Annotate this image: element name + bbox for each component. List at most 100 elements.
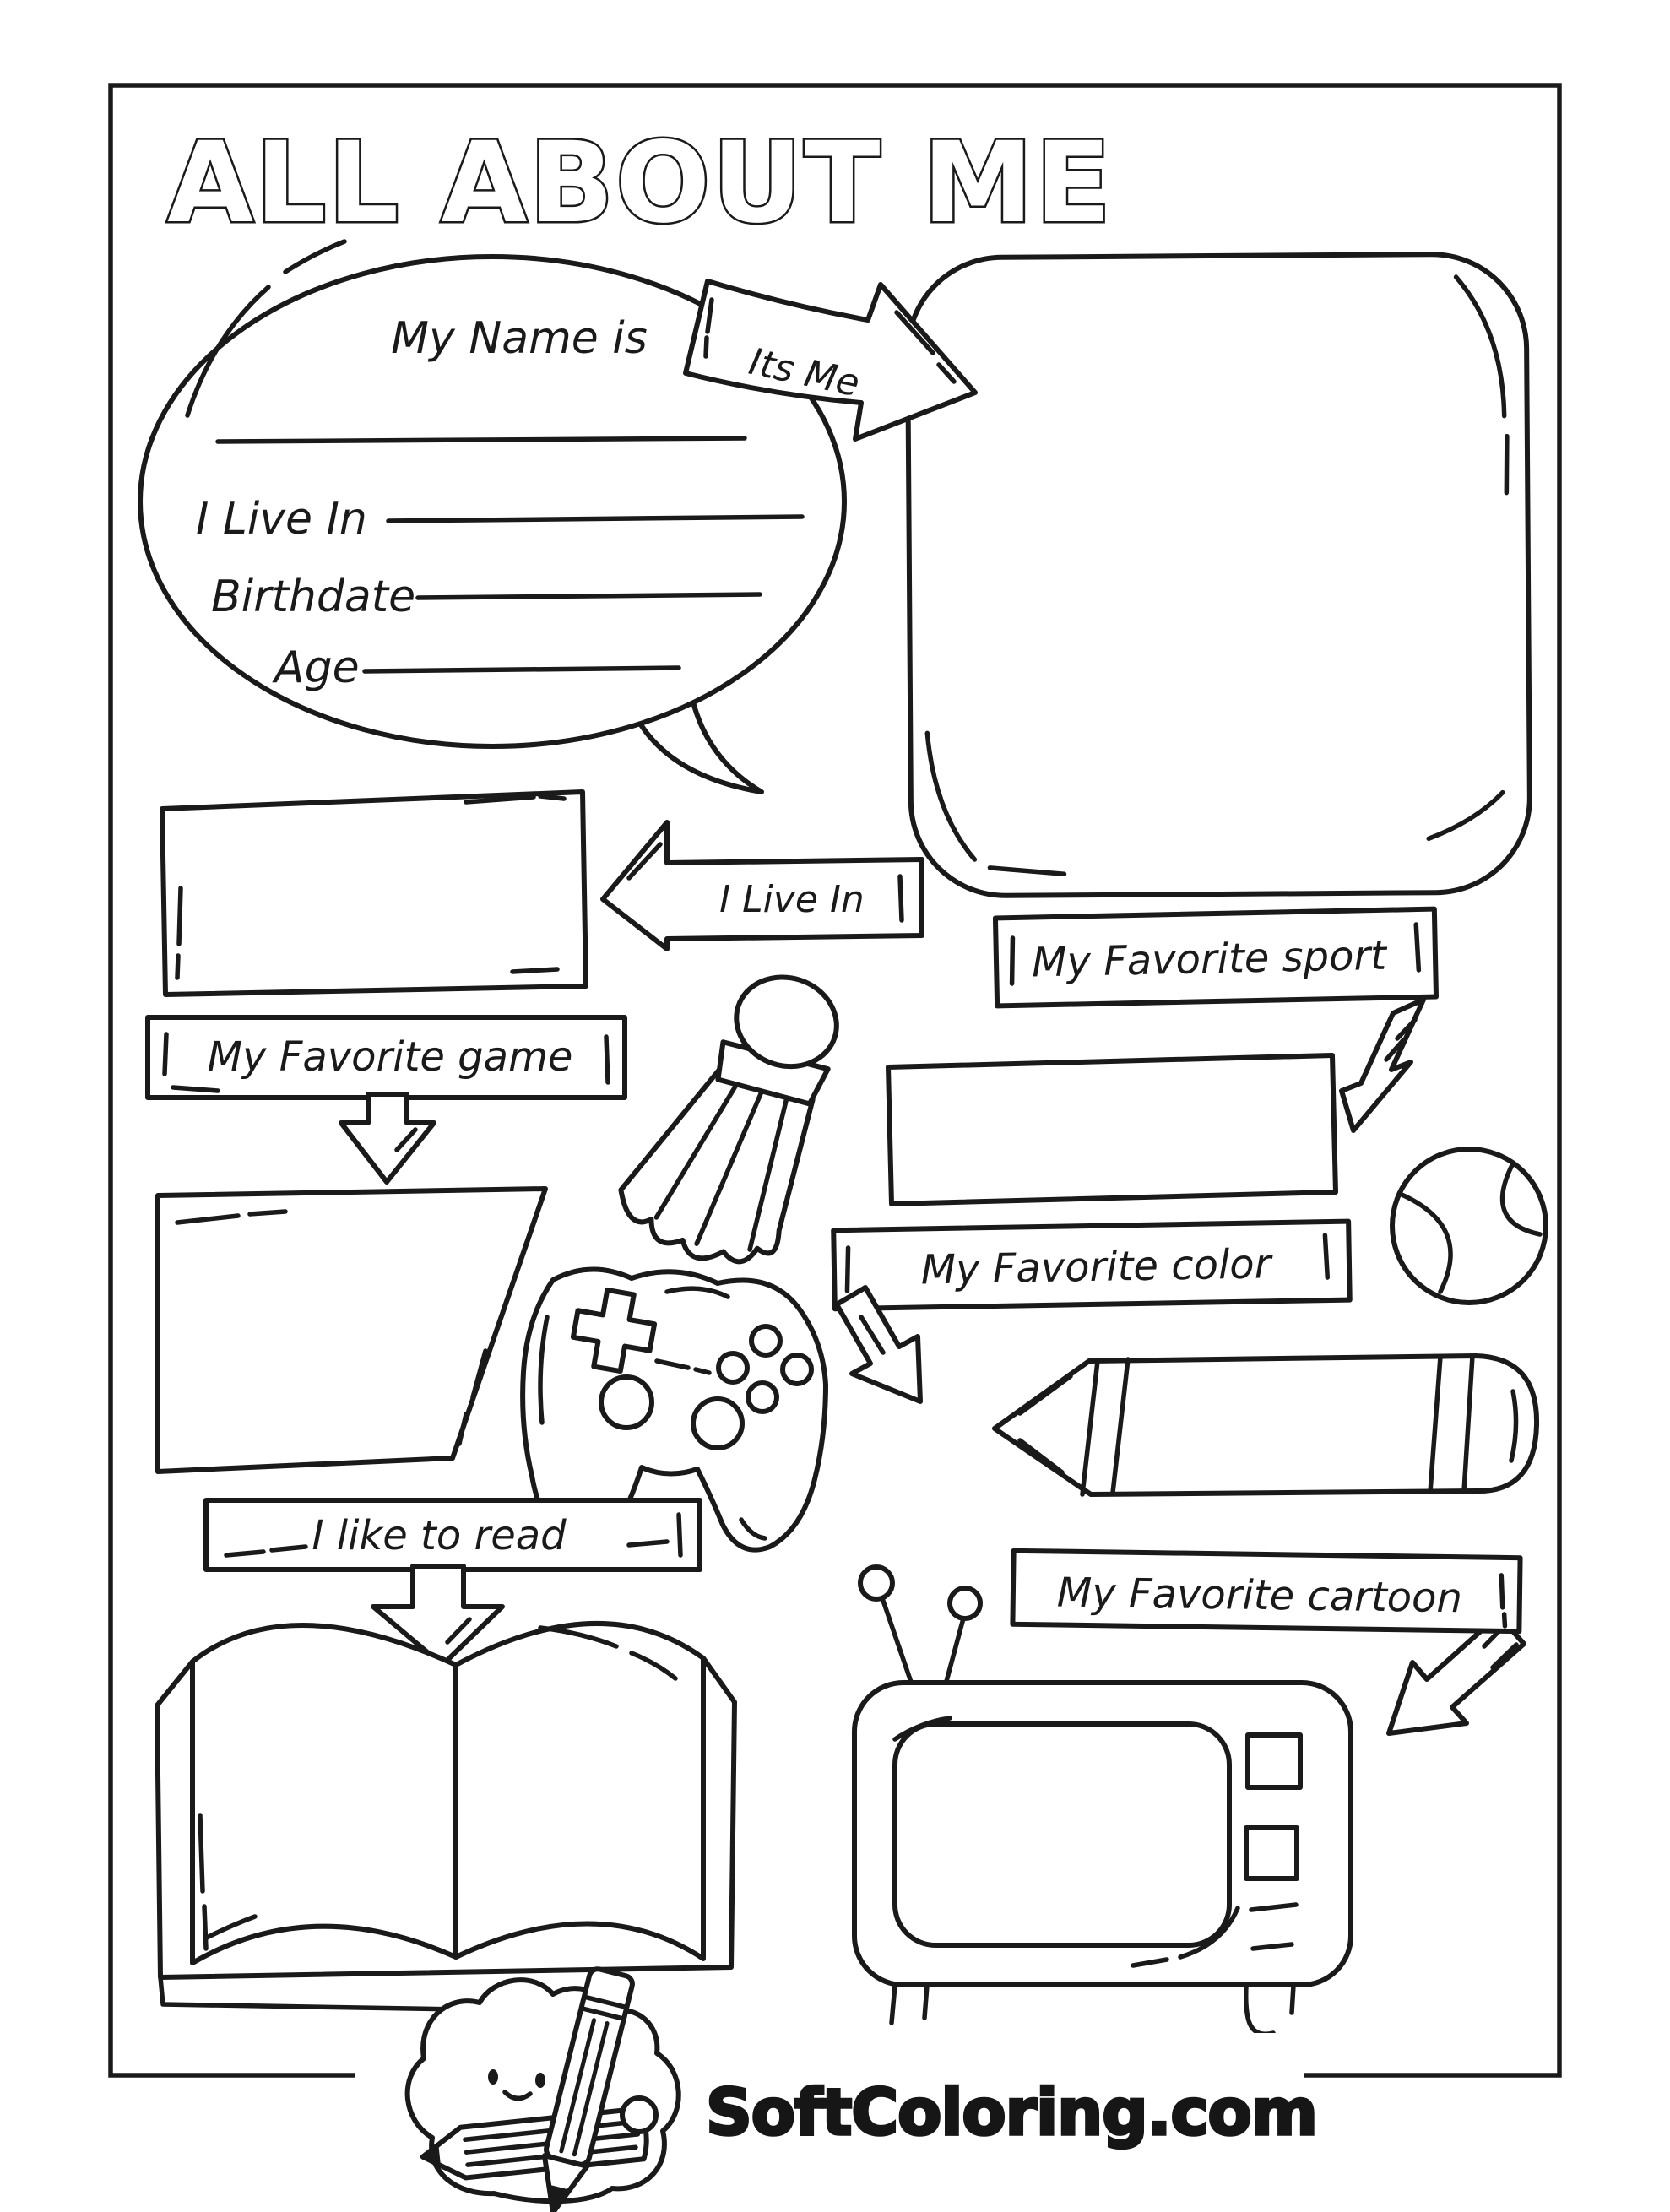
sport-banner-label: My Favorite sport <box>1032 932 1389 987</box>
bubble-accent <box>185 285 271 418</box>
page-title: ALL ABOUT ME <box>167 118 1113 248</box>
book-left-page <box>190 1623 458 1965</box>
cartoon-banner: My Favorite cartoon <box>1010 1548 1526 1736</box>
live-in-arrow: I Live In <box>600 820 924 951</box>
book-right-page <box>453 1620 706 1961</box>
crayon-outline <box>992 1353 1540 1497</box>
banner-accent <box>269 1544 308 1553</box>
tv-leg <box>922 1983 930 2020</box>
photo-frame-outline <box>905 252 1532 898</box>
banner-accent <box>844 1245 851 1293</box>
ribbon-accent <box>894 310 935 355</box>
tv-accent <box>1178 1906 1240 1960</box>
banner-accent <box>1499 1573 1505 1610</box>
name-blank-line <box>215 436 747 444</box>
tv-button <box>1245 1732 1303 1790</box>
controller-stick <box>691 1396 745 1450</box>
banner-accent <box>1501 1612 1508 1629</box>
ball-seam <box>1499 1161 1543 1237</box>
tv-antenna <box>880 1596 914 1687</box>
frame-accent <box>1453 274 1507 419</box>
arrow-accent <box>859 1315 886 1355</box>
read-banner: I like to read <box>203 1498 702 1667</box>
tv-button <box>1244 1825 1299 1881</box>
color-banner: My Favorite color <box>831 1218 1353 1404</box>
tv-antenna <box>943 1616 966 1687</box>
open-book-icon <box>155 1620 737 2014</box>
banner-accent <box>1009 935 1016 986</box>
color-banner-box <box>831 1218 1353 1312</box>
ball-seam <box>1397 1191 1453 1294</box>
banner-accent <box>676 1512 683 1558</box>
speech-bubble-body <box>138 254 847 749</box>
its-me-ribbon: Its Me <box>683 279 978 442</box>
address-box <box>160 789 588 997</box>
box-accent <box>538 794 567 801</box>
book-accent <box>202 1904 209 1951</box>
box-accent <box>175 1213 241 1225</box>
ball-icon <box>1390 1147 1548 1305</box>
mascot-eye <box>488 2069 498 2085</box>
crayon-accent <box>1017 1374 1073 1416</box>
crayon-band <box>1461 1353 1475 1494</box>
banner-accent <box>1413 922 1422 973</box>
sport-answer-box <box>886 1053 1338 1206</box>
tv-antenna-tip <box>858 1564 895 1602</box>
read-banner-down-arrow <box>371 1564 505 1667</box>
book-accent <box>198 1813 205 1894</box>
controller-button <box>749 1324 783 1358</box>
name-heading: My Name is <box>391 313 648 364</box>
arrow-accent <box>445 1617 472 1645</box>
controller-accent <box>739 1517 767 1541</box>
book-accent <box>629 1651 678 1681</box>
mascot-eye <box>535 2073 545 2088</box>
box-accent <box>510 967 560 974</box>
shuttlecock-cork <box>734 974 839 1070</box>
crayon-band <box>1080 1358 1100 1497</box>
game-banner-down-arrow <box>339 1092 436 1185</box>
mascot-hand <box>620 2095 659 2134</box>
crayon-icon <box>992 1353 1540 1497</box>
speech-bubble: My Name is I Live In Birthdate Age <box>138 239 847 794</box>
game-answer-outline <box>155 1186 548 1474</box>
box-accent <box>176 886 183 946</box>
tv-leg <box>1243 1983 1276 2036</box>
shuttlecock-feathers <box>618 1066 816 1265</box>
pencil-stripe <box>572 2021 610 2157</box>
book-accent <box>538 1625 619 1649</box>
controller-accent <box>693 1367 712 1375</box>
banner-accent <box>1322 1233 1331 1280</box>
banner-accent <box>224 1549 266 1558</box>
banner-accent <box>604 1034 610 1085</box>
tv-antenna-tip <box>947 1586 983 1621</box>
arrow-accent <box>1490 1642 1519 1670</box>
arrow-accent <box>897 874 904 923</box>
controller-stick <box>599 1374 654 1430</box>
speech-bubble-tail <box>635 697 764 794</box>
tv-leg <box>1289 1983 1296 2015</box>
box-accent <box>470 1348 488 1400</box>
mascot-smile <box>502 2090 533 2101</box>
frame-accent <box>1504 433 1510 496</box>
arrow-accent <box>1395 1017 1418 1041</box>
banner-accent <box>626 1539 670 1548</box>
book-accent <box>204 1914 258 1940</box>
sport-banner-arrow <box>1339 997 1426 1133</box>
age-blank-line <box>362 665 681 674</box>
box-accent <box>175 953 181 980</box>
pencil-tip <box>549 2184 571 2212</box>
game-controller-icon <box>520 1266 828 1553</box>
live-in-arrow-shape <box>600 820 924 951</box>
birthdate-blank-line <box>415 592 762 600</box>
tv-accent <box>1131 1957 1169 1968</box>
ribbon-accent <box>705 297 714 334</box>
television-icon <box>852 1564 1353 2036</box>
live-in-blank-line <box>386 514 805 523</box>
footer: SoftColoring.com <box>355 1966 1320 2212</box>
tv-accent <box>892 1716 952 1742</box>
tv-accent <box>1249 1902 1299 1912</box>
crayon-band <box>1428 1354 1443 1494</box>
crayon-accent <box>1509 1389 1519 1463</box>
crayon-band <box>1110 1357 1131 1495</box>
